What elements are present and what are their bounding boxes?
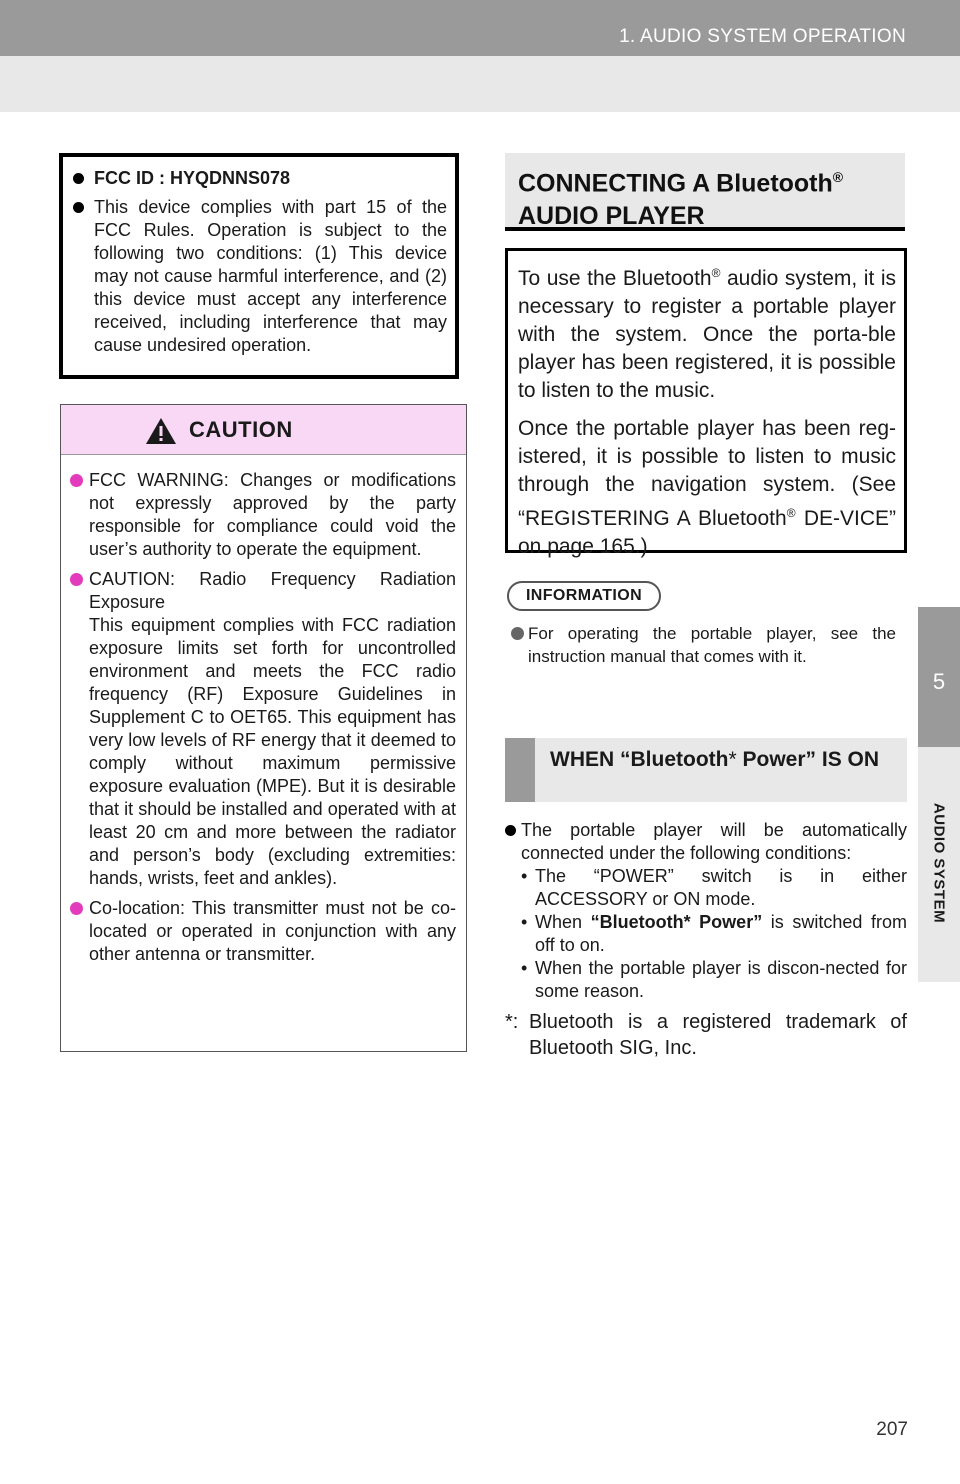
heading-accent-bar (505, 738, 535, 802)
chapter-label: AUDIO SYSTEM (930, 802, 948, 924)
pink-bullet-icon (70, 573, 83, 586)
intro-paragraph-1: To use the Bluetooth® audio system, it i… (518, 266, 896, 402)
caution-title: CAUTION (189, 417, 293, 442)
information-body: For operating the portable player, see t… (511, 622, 896, 675)
trademark-footnote: *: Bluetooth is a registered trademark o… (505, 1011, 907, 1059)
condition-text: The “POWER” switch is in either ACCESSOR… (535, 866, 907, 909)
gray-bullet-icon (511, 627, 524, 640)
when-heading: WHEN “Bluetooth* Power” IS ON (505, 738, 907, 802)
intro-paragraph-2: Once the portable player has been reg-is… (518, 417, 896, 558)
intro-box: To use the Bluetooth® audio system, it i… (505, 248, 907, 558)
section-title: 1. AUDIO SYSTEM OPERATION (619, 26, 906, 47)
condition-text: When the portable player is discon-necte… (535, 958, 907, 1001)
information-label: INFORMATION (507, 581, 661, 611)
condition-item: • When the portable player is discon-nec… (521, 958, 907, 1001)
header-bar: 1. AUDIO SYSTEM OPERATION (0, 0, 960, 56)
fcc-compliance-item: This device complies with part 15 of the… (63, 196, 455, 357)
page-number: 207 (876, 1419, 908, 1440)
connecting-heading: CONNECTING A Bluetooth® AUDIO PLAYER (505, 153, 905, 231)
fcc-id-item: FCC ID : HYQDNNS078 (63, 167, 455, 190)
bullet-icon (73, 173, 84, 184)
caution-text: Co-location: This transmitter must not b… (89, 898, 456, 964)
bullet-icon (505, 825, 516, 836)
caution-body: FCC WARNING: Changes or modifications no… (61, 455, 466, 966)
fcc-compliance-text: This device complies with part 15 of the… (94, 197, 447, 355)
fcc-id-text: FCC ID : HYQDNNS078 (94, 168, 291, 188)
information-item: For operating the portable player, see t… (511, 622, 896, 668)
information-text: For operating the portable player, see t… (528, 624, 896, 666)
auto-connect-item: The portable player will be automaticall… (505, 819, 907, 865)
caution-box: CAUTION FCC WARNING: Changes or modifica… (60, 404, 467, 1052)
pink-bullet-icon (70, 902, 83, 915)
registered-mark: ® (832, 169, 844, 185)
caution-item: Co-location: This transmitter must not b… (61, 897, 456, 966)
fcc-notice-box: FCC ID : HYQDNNS078 This device complies… (59, 153, 459, 379)
caution-item: FCC WARNING: Changes or modifications no… (61, 469, 456, 561)
heading-line-2: AUDIO PLAYER (518, 202, 705, 231)
header-subbar (0, 56, 960, 112)
caution-text: CAUTION: Radio Frequency Radiation Expos… (89, 569, 456, 612)
when-title: WHEN “Bluetooth* Power” IS ON (550, 748, 880, 771)
when-body: The portable player will be automaticall… (505, 819, 907, 1061)
pink-bullet-icon (70, 474, 83, 487)
bullet-icon (73, 202, 84, 213)
caution-header: CAUTION (61, 405, 466, 455)
caution-text: FCC WARNING: Changes or modifications no… (89, 470, 456, 559)
caution-text: This equipment complies with FCC radiati… (89, 615, 456, 888)
caution-item: CAUTION: Radio Frequency Radiation Expos… (61, 568, 456, 890)
chapter-number-tab: 5 (918, 607, 960, 747)
condition-item: • When “Bluetooth* Power” is switched fr… (521, 912, 907, 955)
warning-triangle-icon (146, 418, 176, 444)
condition-item: • The “POWER” switch is in either ACCESS… (521, 866, 907, 909)
chapter-label-tab: AUDIO SYSTEM (918, 747, 960, 982)
auto-connect-text: The portable player will be automaticall… (521, 820, 907, 863)
heading-line-1: CONNECTING A Bluetooth (518, 169, 833, 198)
